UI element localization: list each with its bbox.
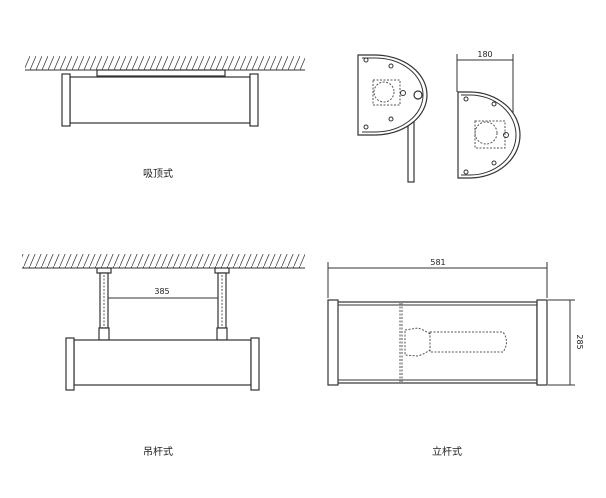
- end-cap-left: [61, 73, 71, 127]
- hidden-lamp-tube: [429, 331, 507, 353]
- ceiling-mount-view: 吸顶式: [25, 56, 305, 180]
- end-cap-right: [250, 337, 260, 391]
- depth-dimension: 180: [477, 50, 492, 59]
- side-housing: [457, 91, 521, 179]
- rod-spacing-dimension: 385: [154, 287, 169, 296]
- knob: [413, 90, 423, 100]
- hidden-socket: [474, 120, 506, 149]
- lamp-body: [336, 301, 538, 384]
- ceiling-mount-label: 吸顶式: [143, 167, 173, 180]
- side-view-wall: 180: [456, 50, 521, 179]
- ceiling-hatch: [22, 254, 305, 268]
- end-cap-left: [65, 337, 75, 391]
- end-cap-right: [249, 73, 259, 127]
- pole-mount-label: 立杆式: [432, 445, 462, 458]
- hidden-socket: [372, 79, 401, 106]
- length-dimension: 581: [430, 258, 445, 267]
- end-cap-left: [327, 299, 339, 386]
- pendant-mount-view: 385 吊杆式: [22, 254, 305, 458]
- lamp-body: [73, 339, 252, 386]
- pendant-mount-label: 吊杆式: [143, 445, 173, 458]
- end-cap-right: [536, 299, 548, 386]
- lamp-body: [69, 76, 251, 124]
- height-dimension: 285: [575, 334, 584, 349]
- pole-mount-view: 581 285 立杆式: [327, 258, 584, 458]
- side-view-pole: [357, 54, 428, 183]
- side-housing: [357, 54, 428, 136]
- mount-plate: [96, 69, 226, 77]
- ceiling-hatch: [25, 56, 305, 70]
